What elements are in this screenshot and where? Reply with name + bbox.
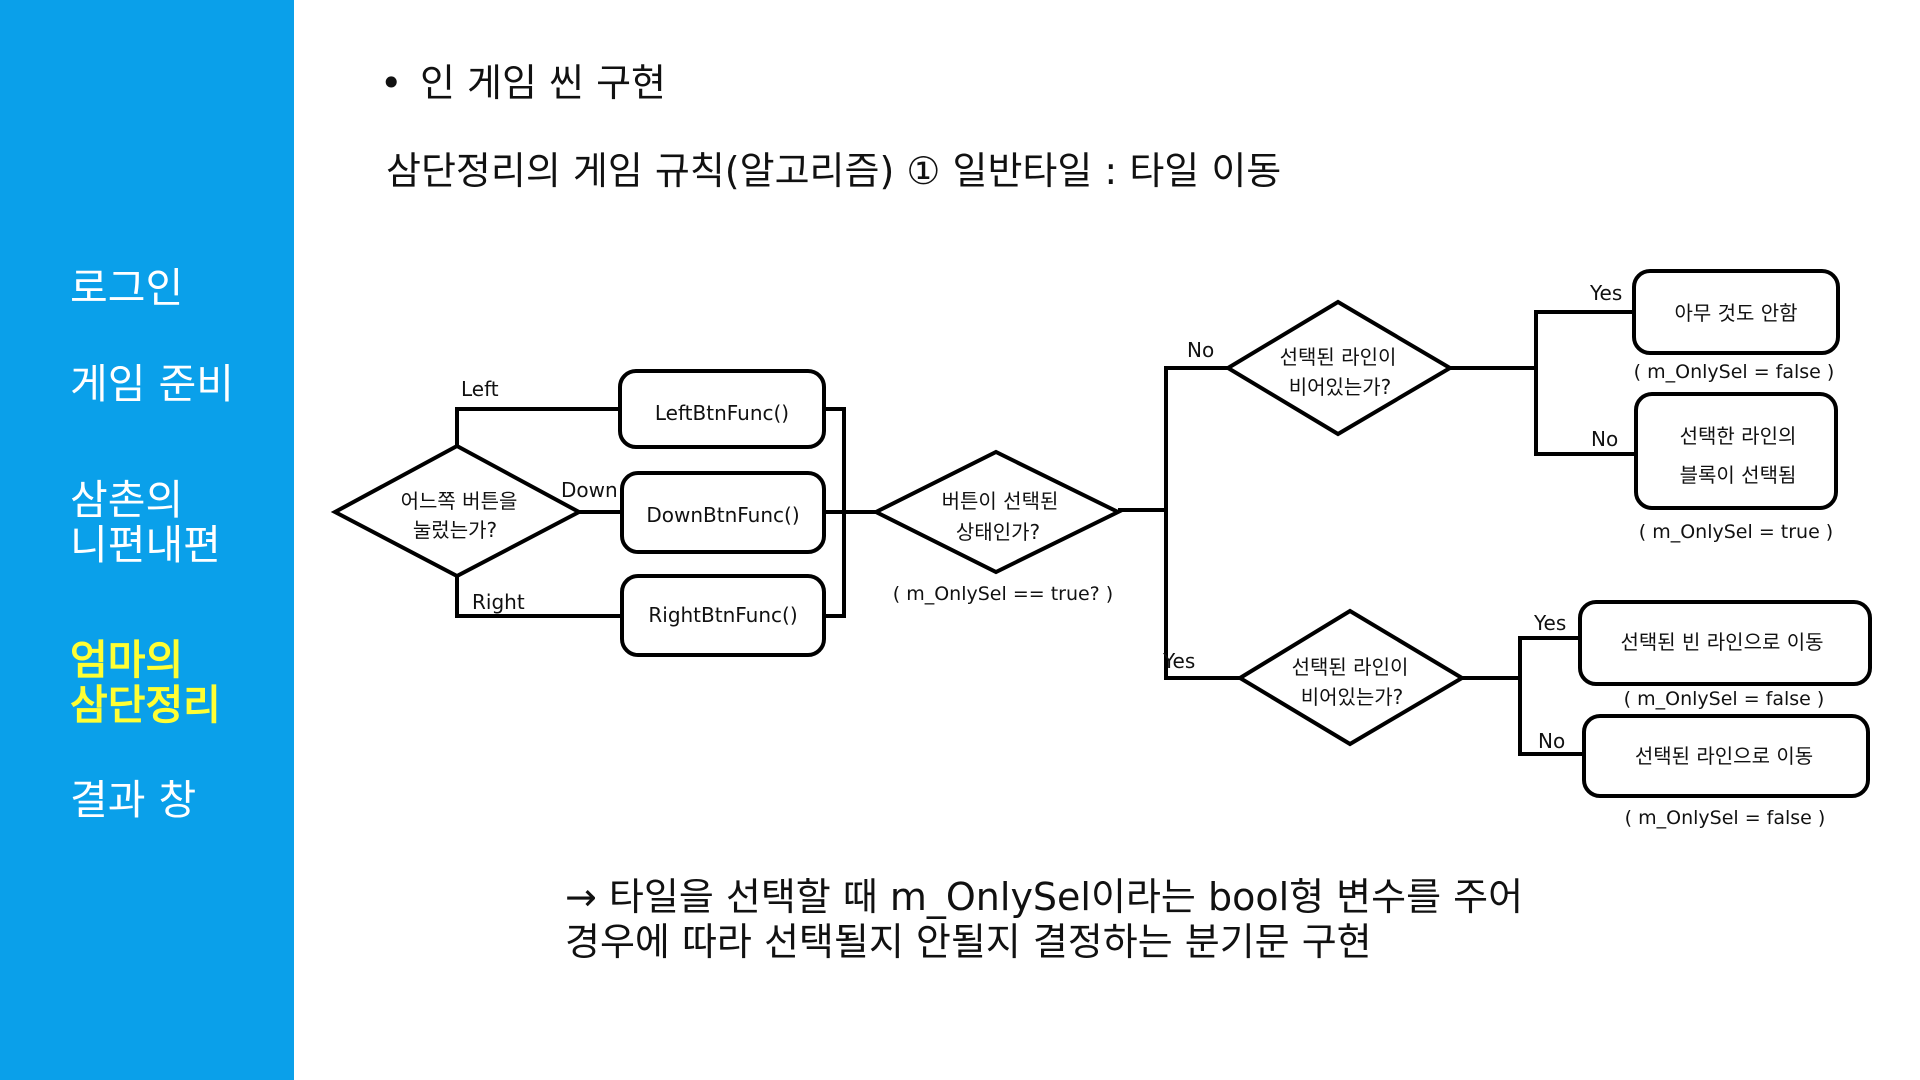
sidebar-item-mom-game[interactable]: 엄마의 삼단정리: [70, 636, 221, 729]
sidebar-item-result[interactable]: 결과 창: [70, 776, 197, 824]
result-nothing-box: [1632, 269, 1840, 355]
label-bottom-yes: Yes: [1533, 611, 1566, 635]
func-right-label: RightBtnFunc(): [648, 603, 797, 627]
slide-subtitle: 삼단정리의 게임 규칙(알고리즘) ① 일반타일 : 타일 이동: [386, 149, 1282, 193]
label-right: Right: [472, 590, 525, 614]
label-down: Down: [561, 478, 618, 502]
note-select-block: ( m_OnlySel = true ): [1639, 521, 1833, 543]
slide-title: 인 게임 씬 구현: [420, 61, 666, 105]
explanation-line-2: 경우에 따라 선택될지 안될지 결정하는 분기문 구현: [565, 920, 1372, 964]
note-move-empty: ( m_OnlySel = false ): [1624, 688, 1825, 710]
sidebar-item-login[interactable]: 로그인: [70, 264, 184, 312]
explanation-line-1: → 타일을 선택할 때 m_OnlySel이라는 bool형 변수를 주어: [565, 875, 1524, 919]
label-top-no: No: [1591, 427, 1618, 451]
result-move-line-label: 선택된 라인으로 이동: [1635, 744, 1813, 768]
result-nothing-label: 아무 것도 안함: [1674, 301, 1797, 325]
label-bottom-no: No: [1538, 729, 1565, 753]
bullet-marker: •: [380, 61, 403, 105]
label-top-yes: Yes: [1589, 281, 1622, 305]
result-move-empty-label: 선택된 빈 라인으로 이동: [1620, 630, 1823, 654]
decision-which-button-line2: 눌렀는가?: [413, 518, 497, 542]
result-select-block-line2: 블록이 선택됨: [1680, 463, 1797, 487]
label-no: No: [1187, 338, 1214, 362]
note-nothing: ( m_OnlySel = false ): [1634, 361, 1835, 383]
sidebar: 로그인 게임 준비 삼촌의 니편내편 엄마의 삼단정리 결과 창: [0, 0, 294, 1080]
decision-selected-line2: 상태인가?: [956, 520, 1040, 544]
sidebar-item-uncle-game[interactable]: 삼촌의 니편내편: [70, 476, 221, 569]
result-select-block-line1: 선택한 라인의: [1680, 424, 1797, 448]
decision-selected-line1: 버튼이 선택된: [942, 489, 1059, 513]
connector-left: [455, 407, 620, 446]
label-left: Left: [461, 377, 499, 401]
decision-bottom-line2: 비어있는가?: [1301, 685, 1404, 709]
result-move-line-box: [1582, 714, 1870, 798]
explanation-note: → 타일을 선택할 때 m_OnlySel이라는 bool형 변수를 주어 경우…: [565, 875, 1523, 965]
result-select-block-box: [1634, 392, 1838, 510]
label-yes: Yes: [1162, 649, 1195, 673]
connector-bottom-yes-no: [1518, 636, 1582, 756]
decision-top-line2: 비어있는가?: [1289, 375, 1392, 399]
decision-top-line1: 선택된 라인이: [1280, 345, 1397, 369]
slide-heading: • 인 게임 씬 구현: [380, 52, 666, 107]
decision-bottom-line1: 선택된 라인이: [1292, 655, 1409, 679]
func-left-label: LeftBtnFunc(): [655, 401, 789, 425]
connector-top-yes-no: [1534, 310, 1634, 456]
func-down-label: DownBtnFunc(): [646, 503, 799, 527]
note-move-line: ( m_OnlySel = false ): [1625, 807, 1826, 829]
sidebar-item-game-prep[interactable]: 게임 준비: [70, 360, 234, 408]
decision-which-button-line1: 어느쪽 버튼을: [401, 489, 518, 513]
result-move-empty-box: [1578, 600, 1872, 686]
connector-right: [455, 576, 620, 618]
connector-no-yes-split: [1164, 366, 1240, 680]
note-selected: ( m_OnlySel == true? ): [893, 583, 1113, 605]
